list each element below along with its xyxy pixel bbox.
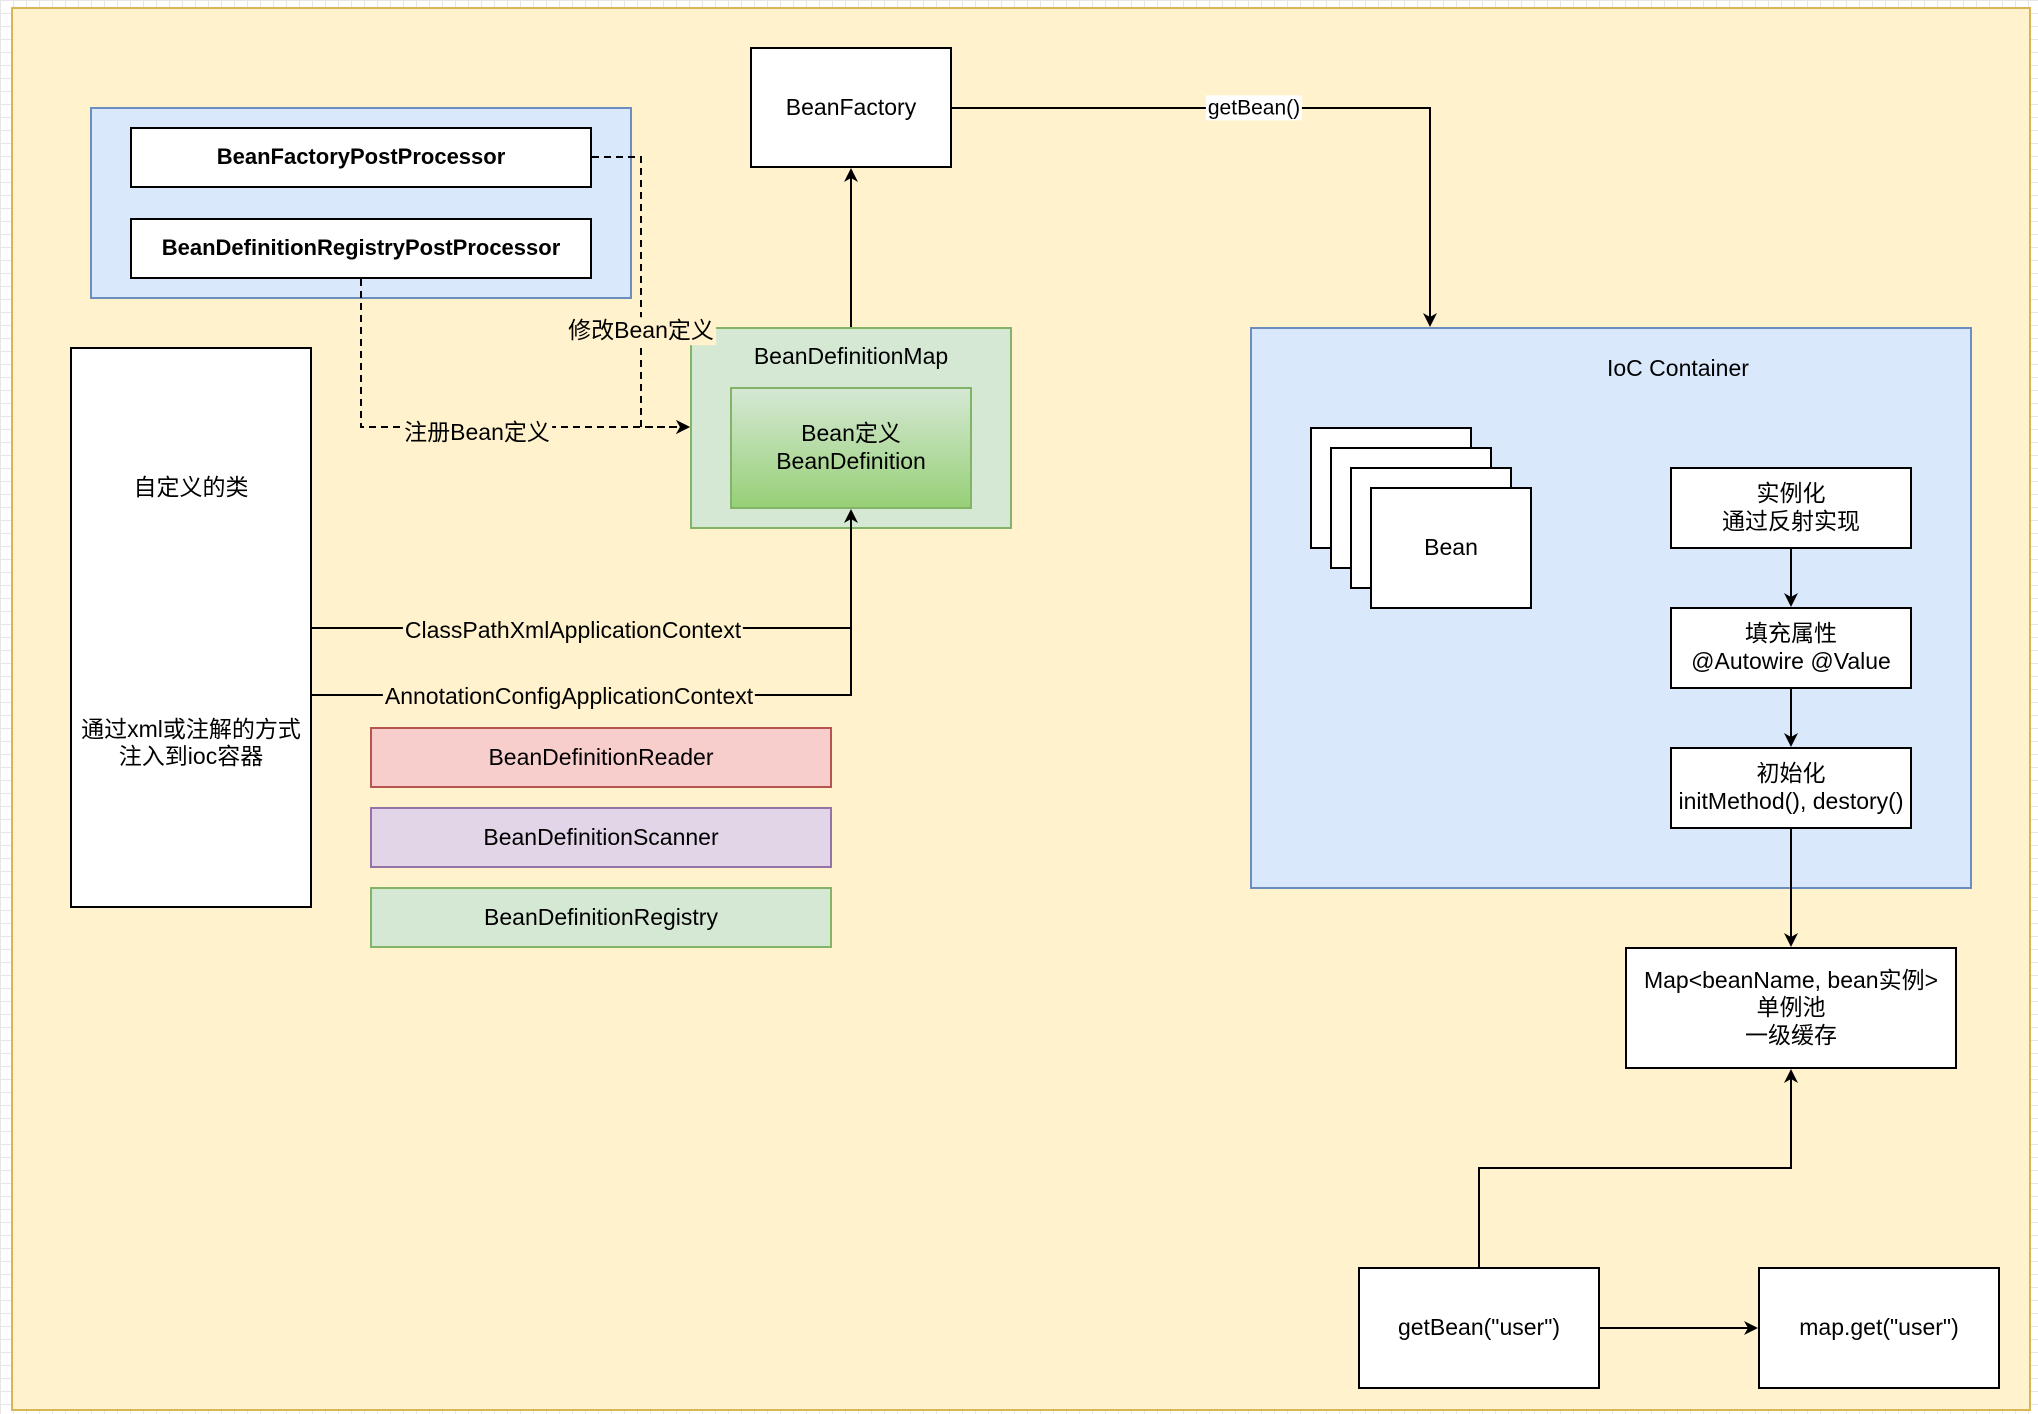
populate-line2: @Autowire @Value xyxy=(1691,648,1891,674)
bean-label: Bean xyxy=(1424,534,1478,561)
ioc-container-title: IoC Container xyxy=(1607,355,1749,381)
custom-class[interactable]: 自定义的类 通过xml或注解的方式 注入到ioc容器 xyxy=(70,347,312,908)
edge-label-classpath: ClassPathXmlApplicationContext xyxy=(402,617,744,645)
bean-definition-registry[interactable]: BeanDefinitionRegistry xyxy=(370,887,832,948)
custom-class-note-line2: 注入到ioc容器 xyxy=(118,743,264,770)
bean-definition-line1: Bean定义 xyxy=(801,420,901,447)
init-line2: initMethod(), destory() xyxy=(1678,788,1904,814)
singleton-pool-line1: Map<beanName, bean实例> xyxy=(1643,966,1939,993)
bean-definition-line2: BeanDefinition xyxy=(776,448,926,474)
populate-step[interactable]: 填充属性 @Autowire @Value xyxy=(1670,607,1912,689)
bean-card[interactable]: Bean xyxy=(1370,487,1532,609)
bean-factory[interactable]: BeanFactory xyxy=(750,47,952,168)
singleton-pool[interactable]: Map<beanName, bean实例> 单例池 一级缓存 xyxy=(1625,947,1957,1069)
get-bean-user[interactable]: getBean("user") xyxy=(1358,1267,1600,1389)
bean-factory-post-processor-label: BeanFactoryPostProcessor xyxy=(216,144,506,170)
bean-definition-scanner-label: BeanDefinitionScanner xyxy=(483,823,719,850)
edge-label-register: 注册Bean定义 xyxy=(402,419,552,447)
custom-class-note-line1: 通过xml或注解的方式 xyxy=(81,715,301,742)
init-step[interactable]: 初始化 initMethod(), destory() xyxy=(1670,747,1912,829)
bean-definition[interactable]: Bean定义 BeanDefinition xyxy=(730,387,972,509)
instantiate-line2: 通过反射实现 xyxy=(1722,508,1860,534)
bean-factory-label: BeanFactory xyxy=(785,93,917,120)
instantiate-line1: 实例化 xyxy=(1756,480,1826,507)
edge-label-get-bean: getBean() xyxy=(1205,95,1303,121)
map-get-user[interactable]: map.get("user") xyxy=(1758,1267,2000,1389)
bean-definition-registry-post-processor[interactable]: BeanDefinitionRegistryPostProcessor xyxy=(130,218,592,279)
singleton-pool-line3: 一级缓存 xyxy=(1745,1021,1837,1048)
bean-factory-post-processor[interactable]: BeanFactoryPostProcessor xyxy=(130,127,592,188)
bean-definition-reader[interactable]: BeanDefinitionReader xyxy=(370,727,832,788)
bean-definition-map-title: BeanDefinitionMap xyxy=(753,343,949,369)
bean-definition-registry-label: BeanDefinitionRegistry xyxy=(484,903,718,930)
bean-definition-reader-label: BeanDefinitionReader xyxy=(488,743,714,770)
populate-line1: 填充属性 xyxy=(1745,620,1837,647)
edge-label-modify: 修改Bean定义 xyxy=(566,317,716,345)
instantiate-step[interactable]: 实例化 通过反射实现 xyxy=(1670,467,1912,549)
edge-label-annotation: AnnotationConfigApplicationContext xyxy=(382,683,756,711)
map-get-user-label: map.get("user") xyxy=(1799,1314,1959,1341)
get-bean-user-label: getBean("user") xyxy=(1397,1314,1561,1341)
singleton-pool-line2: 单例池 xyxy=(1756,994,1826,1021)
bean-definition-scanner[interactable]: BeanDefinitionScanner xyxy=(370,807,832,868)
bean-definition-registry-post-processor-label: BeanDefinitionRegistryPostProcessor xyxy=(161,235,561,261)
custom-class-title: 自定义的类 xyxy=(133,474,249,500)
init-line1: 初始化 xyxy=(1756,760,1826,787)
